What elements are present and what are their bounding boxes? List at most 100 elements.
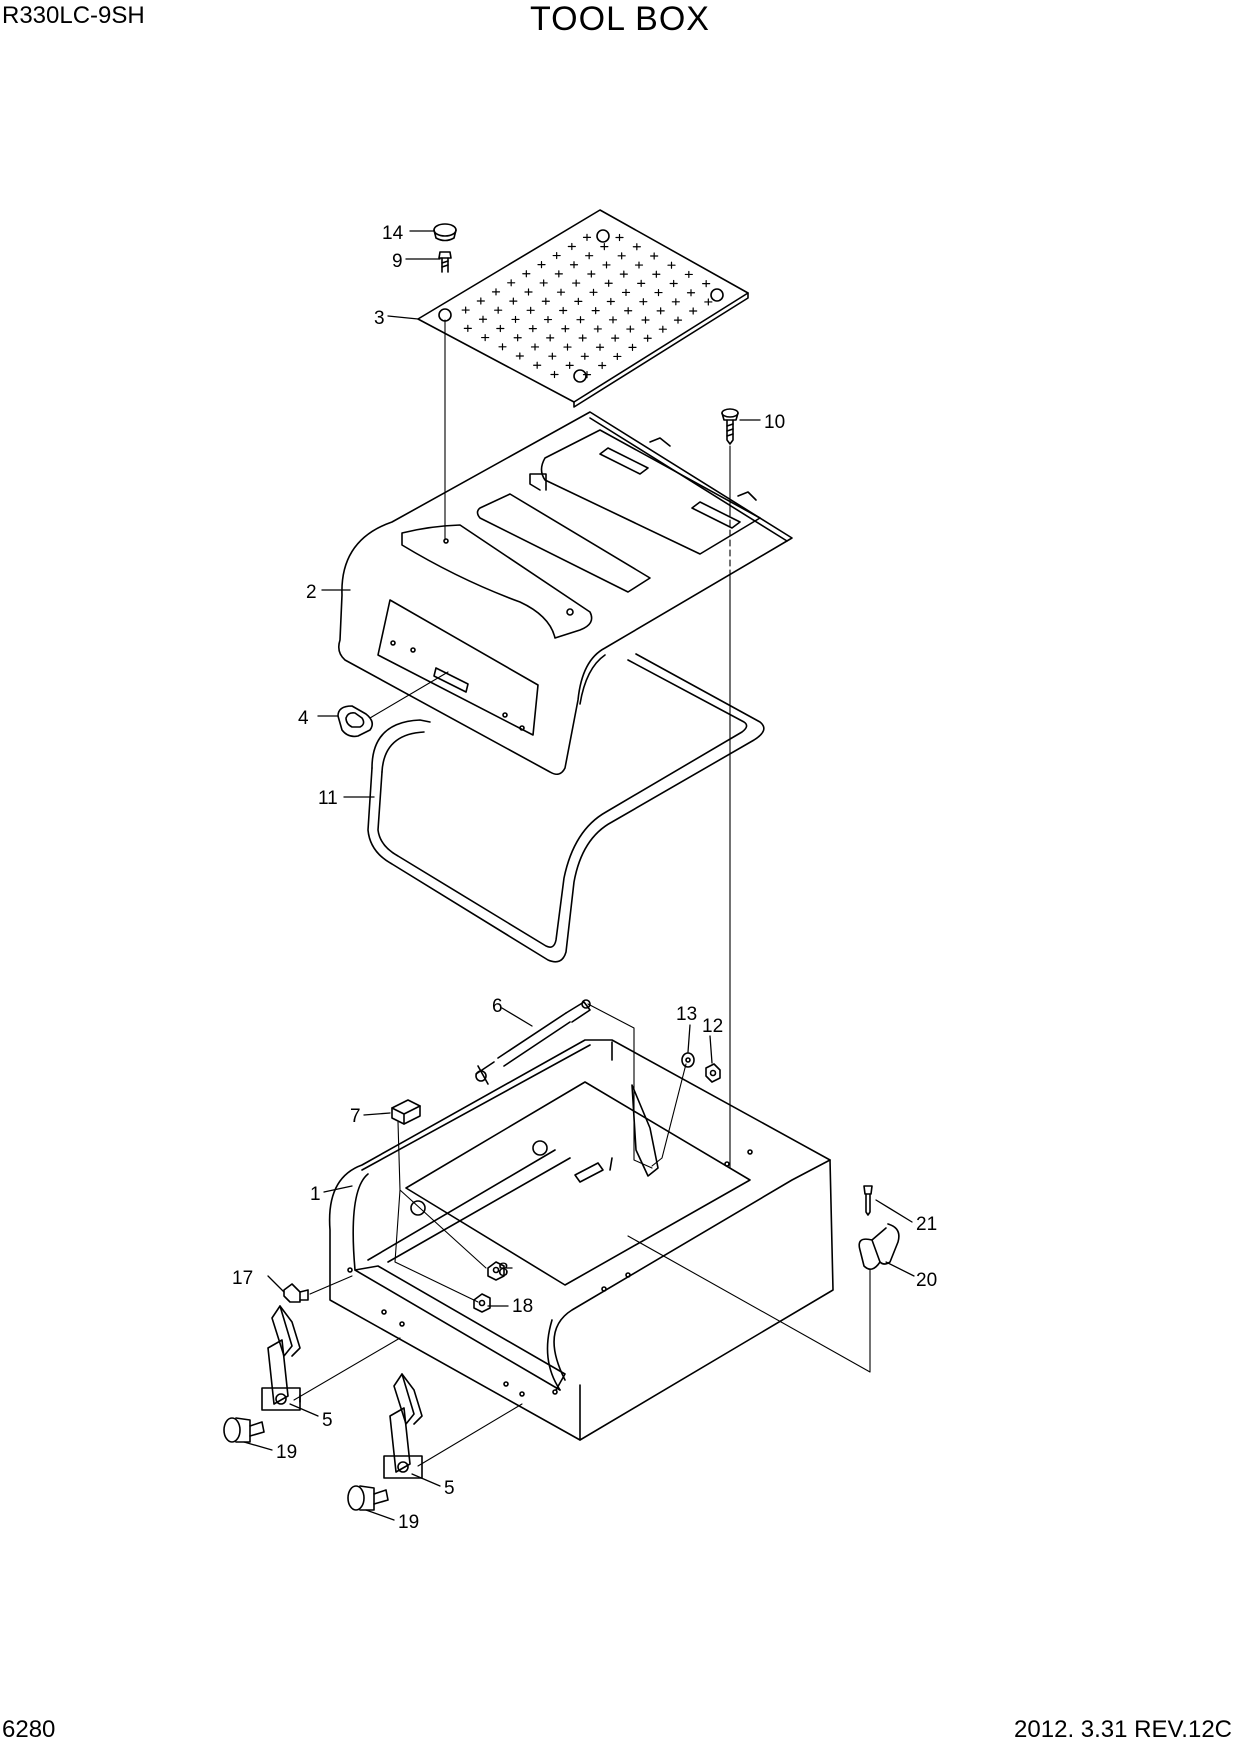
callout-2: 2 xyxy=(306,582,317,603)
perforation-mark xyxy=(539,279,548,287)
perforation-mark xyxy=(533,361,542,369)
perforation-mark xyxy=(632,243,641,251)
perforation-mark xyxy=(643,334,652,342)
gas-spring xyxy=(475,999,591,1085)
perforation-mark xyxy=(569,261,579,269)
perforation-mark xyxy=(582,371,592,379)
callout-1: 1 xyxy=(310,1184,321,1205)
perforation-mark xyxy=(634,261,644,269)
perforation-mark xyxy=(587,270,596,278)
callout-8: 8 xyxy=(498,1260,509,1281)
perforation-mark xyxy=(624,307,633,315)
perforation-mark xyxy=(637,279,646,287)
perforation-mark xyxy=(526,306,535,314)
bolt-part-21 xyxy=(863,1185,873,1216)
perforation-mark xyxy=(600,243,609,251)
perforation-mark xyxy=(608,316,618,324)
perforation-mark xyxy=(565,361,574,369)
perforation-mark xyxy=(606,297,615,306)
perforation-mark xyxy=(537,261,546,269)
nut-part-12 xyxy=(705,1063,721,1083)
bolt-part-17 xyxy=(283,1283,309,1303)
perforation-mark xyxy=(593,325,602,333)
callout-11: 11 xyxy=(318,788,338,809)
perforation-mark xyxy=(552,251,561,260)
perforation-mark xyxy=(541,297,550,305)
perforation-mark xyxy=(463,324,472,332)
perforation-mark xyxy=(524,288,533,296)
perforation-mark xyxy=(704,298,713,306)
callout-9: 9 xyxy=(392,251,403,272)
bolt-part-10 xyxy=(721,408,739,445)
perforation-mark xyxy=(617,252,626,260)
callout-5-right: 5 xyxy=(444,1478,455,1499)
callout-4: 4 xyxy=(298,708,309,729)
perforation-mark xyxy=(628,343,637,351)
model-number: R330LC-9SH xyxy=(2,2,145,29)
perforation-mark xyxy=(602,261,611,269)
perforation-mark xyxy=(528,325,537,333)
washer-part-13 xyxy=(681,1052,695,1068)
perforation-mark xyxy=(491,288,501,296)
perforation-mark xyxy=(686,289,696,297)
callout-19-left: 19 xyxy=(276,1442,297,1463)
bolt-part-19-left xyxy=(223,1417,265,1443)
perforation-mark xyxy=(591,307,600,315)
clip-part-20 xyxy=(858,1223,900,1270)
nut-part-18 xyxy=(473,1293,491,1313)
perforation-mark xyxy=(496,324,505,333)
bolt-part-9 xyxy=(438,251,452,273)
perforation-mark xyxy=(673,316,683,324)
perforation-mark xyxy=(667,261,676,269)
bolt-part-19-right xyxy=(347,1485,389,1511)
perforation-mark xyxy=(515,352,524,360)
perforation-mark xyxy=(641,316,650,324)
perforation-mark xyxy=(613,352,622,361)
perforation-mark xyxy=(522,270,531,278)
perforation-mark xyxy=(556,288,566,296)
callout-12: 12 xyxy=(702,1016,723,1037)
perforation-mark xyxy=(572,279,581,287)
perforation-mark xyxy=(550,370,559,379)
perforation-mark xyxy=(702,280,711,288)
perforation-mark xyxy=(563,343,572,351)
perforation-mark xyxy=(652,270,661,278)
perforation-mark xyxy=(561,325,570,333)
perforation-mark xyxy=(658,325,667,333)
perforated-plate xyxy=(417,209,749,408)
callout-21: 21 xyxy=(916,1214,937,1235)
perforation-mark xyxy=(494,306,503,314)
callout-20: 20 xyxy=(916,1270,937,1291)
perforation-mark xyxy=(669,279,678,288)
assembly-lines xyxy=(293,319,871,1467)
perforation-mark xyxy=(507,279,516,287)
perforation-mark xyxy=(559,306,568,315)
latch-part-5-right xyxy=(383,1373,423,1479)
callout-5-left: 5 xyxy=(322,1410,333,1431)
perforation-mark xyxy=(585,252,594,260)
perforation-mark xyxy=(626,325,635,333)
perforation-mark xyxy=(567,242,576,251)
perforation-mark xyxy=(511,315,520,324)
handle-part-4 xyxy=(337,705,374,738)
perforation-mark xyxy=(530,343,540,351)
callout-13: 13 xyxy=(676,1004,697,1025)
perforation-mark xyxy=(461,306,470,314)
callout-19-right: 19 xyxy=(398,1512,419,1533)
perforation-mark xyxy=(580,352,589,360)
perforation-mark xyxy=(576,316,585,324)
perforation-mark xyxy=(611,334,620,342)
cover xyxy=(338,411,793,776)
perforation-mark xyxy=(481,333,490,342)
callout-7: 7 xyxy=(350,1106,361,1127)
perforation-mark xyxy=(615,233,624,242)
perforation-mark xyxy=(656,307,665,315)
perforation-mark xyxy=(604,279,613,287)
page-title: TOOL BOX xyxy=(530,0,710,38)
perforation-mark xyxy=(595,343,605,351)
callout-labels: 14 9 3 10 2 4 11 6 13 12 7 1 21 8 17 20 … xyxy=(232,223,937,1533)
tool-box xyxy=(328,1039,834,1441)
perforation-mark xyxy=(578,334,587,342)
stopper-part-7 xyxy=(391,1099,421,1125)
